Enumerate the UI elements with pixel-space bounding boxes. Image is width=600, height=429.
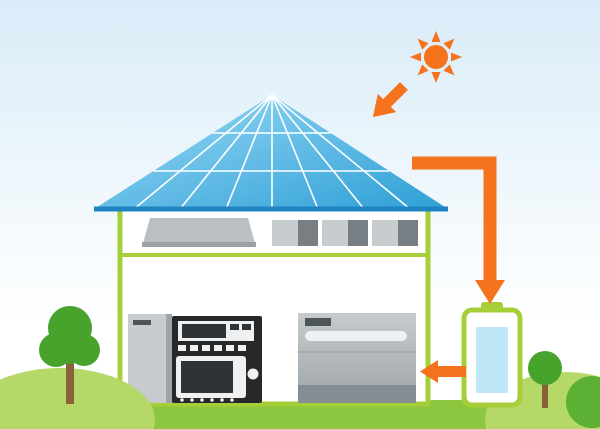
microwave-knob (247, 368, 259, 380)
vent-hood (142, 218, 256, 247)
panel-grid-line (225, 94, 273, 210)
upper-floor (142, 218, 418, 247)
microwave-window (181, 361, 233, 393)
solar-panel-grid (133, 94, 411, 210)
vent-hood-shadow (142, 242, 256, 247)
oven-button (178, 345, 186, 351)
oven-dot (210, 398, 214, 402)
sun-ray (417, 64, 429, 76)
oven-dot (190, 398, 194, 402)
arrow-shaft (438, 366, 466, 377)
oven-unit (172, 316, 262, 403)
arrow-head (372, 93, 397, 118)
oven-button (242, 324, 251, 330)
dishwasher-handle-slot (305, 331, 407, 341)
sun-ray (431, 72, 441, 83)
bush-left (0, 368, 155, 429)
dishwasher-control (305, 318, 331, 326)
arrow-shaft (412, 156, 497, 282)
window-pane-shade (348, 220, 368, 246)
panel-grid-line (133, 94, 273, 210)
arrow-battery-to-house-icon (420, 360, 466, 383)
oven-button-row (178, 345, 246, 351)
oven-button (230, 324, 239, 330)
tree-canopy-right (528, 351, 562, 385)
energy-flow-arrows (372, 82, 505, 383)
tree-canopy-blob (52, 328, 88, 364)
sun-icon (410, 31, 462, 83)
tree-canopy-left (39, 306, 100, 367)
arrow-panel-to-battery-icon (412, 156, 505, 304)
bush-right-dark (566, 376, 600, 428)
oven-dot (180, 398, 184, 402)
battery-storage (461, 302, 523, 408)
oven-dot (200, 398, 204, 402)
sun-core (424, 45, 448, 69)
sun-ray (451, 52, 462, 62)
cabinet-edge-shade (166, 314, 172, 403)
oven-dot-row (180, 398, 234, 402)
arrow-head (420, 360, 438, 383)
vegetation (0, 306, 600, 429)
sun-ray (417, 38, 429, 50)
arrow-sun-to-panel-icon (372, 82, 408, 118)
upper-windows (272, 220, 418, 246)
dishwasher-kickplate (298, 385, 416, 403)
battery-cell (476, 327, 508, 393)
oven-display (182, 324, 226, 338)
house (117, 204, 431, 407)
roof-solar-panel (94, 94, 448, 212)
sun-ray (431, 31, 441, 42)
oven-button (214, 345, 222, 351)
window-pane-shade (398, 220, 418, 246)
sun-ray (410, 52, 421, 62)
panel-grid-line (271, 94, 411, 210)
dishwasher (298, 313, 416, 403)
tree-trunk-right (542, 378, 548, 408)
cabinet-handle (133, 320, 151, 325)
panel-grid-line (179, 94, 273, 210)
sun-ray (443, 38, 455, 50)
arrow-shaft (381, 82, 408, 109)
panel-grid-line (271, 94, 319, 210)
sun-ray (443, 64, 455, 76)
oven-button (238, 345, 246, 351)
oven-dot (230, 398, 234, 402)
oven-dot (220, 398, 224, 402)
kitchen-cabinet (128, 314, 172, 403)
solar-panel-surface (94, 95, 448, 209)
window-pane-shade (298, 220, 318, 246)
oven-button (226, 345, 234, 351)
arrow-head (475, 280, 505, 304)
panel-grid-line (271, 94, 365, 210)
oven-button (190, 345, 198, 351)
tree-trunk-left (66, 352, 74, 404)
kitchen-appliances (128, 313, 416, 403)
oven-button (202, 345, 210, 351)
